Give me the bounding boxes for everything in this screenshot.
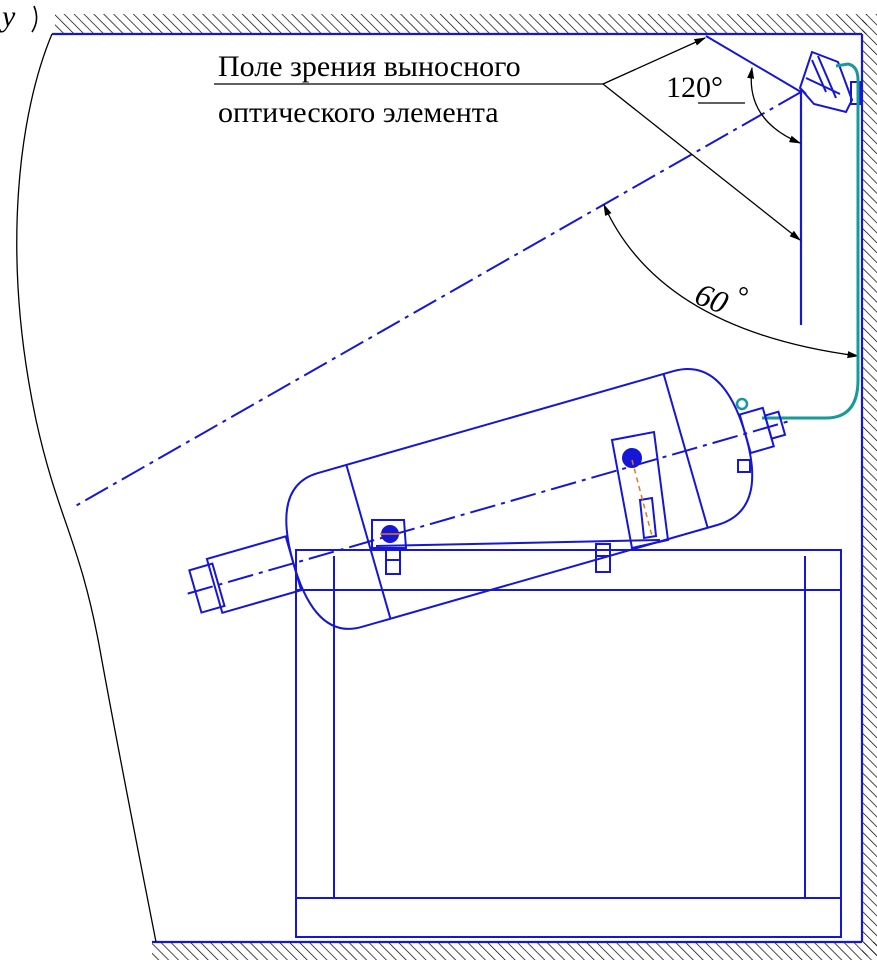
sensor-cable — [762, 62, 860, 420]
angle-60-degree: ° — [738, 282, 749, 313]
fov-label-line1: Поле зрения выносного — [218, 50, 521, 83]
cable-connector — [735, 397, 749, 411]
arc-120 — [747, 66, 802, 144]
sensor-detail-3 — [805, 77, 841, 95]
wall-hatching — [55, 14, 877, 960]
clamp-base — [375, 539, 661, 547]
arc-60 — [603, 203, 860, 359]
cylinder-body — [285, 367, 754, 630]
angle-60-label: 60 — [690, 275, 733, 320]
wall-right-hatch — [862, 14, 877, 956]
cylinder-axis — [187, 419, 792, 595]
mounting-frame — [295, 549, 842, 938]
wall-top-hatch — [55, 14, 867, 34]
sensor-bracket — [850, 81, 861, 105]
frame-outer — [295, 549, 842, 938]
break-line — [16, 33, 157, 943]
extinguisher-cylinder — [187, 367, 792, 630]
leader-to-bottom — [602, 83, 801, 241]
front-clamp — [371, 519, 408, 549]
wall-lines — [52, 32, 864, 944]
angle-120-label: 120° — [666, 71, 723, 104]
rear-link-accent — [631, 459, 653, 537]
corner-fragment-stroke — [31, 5, 38, 33]
sensor-lens — [799, 87, 807, 95]
angle-arcs — [603, 66, 860, 359]
corner-fragment-text: у — [0, 0, 16, 33]
rear-link-slot — [638, 496, 658, 540]
fov-centerline — [71, 91, 802, 509]
clamps — [371, 430, 751, 575]
optical-sensor — [798, 50, 861, 114]
bolt-valve — [737, 459, 751, 473]
leader-to-top — [602, 37, 707, 85]
sensor-body — [798, 50, 854, 114]
fov-label-line2: оптического элемента — [218, 96, 499, 129]
nozzle-body — [205, 535, 303, 615]
rear-bracket-pivot — [622, 448, 642, 468]
rear-bracket — [610, 430, 670, 550]
wall-bottom-hatch — [152, 942, 877, 960]
bolt-mid — [595, 543, 611, 573]
